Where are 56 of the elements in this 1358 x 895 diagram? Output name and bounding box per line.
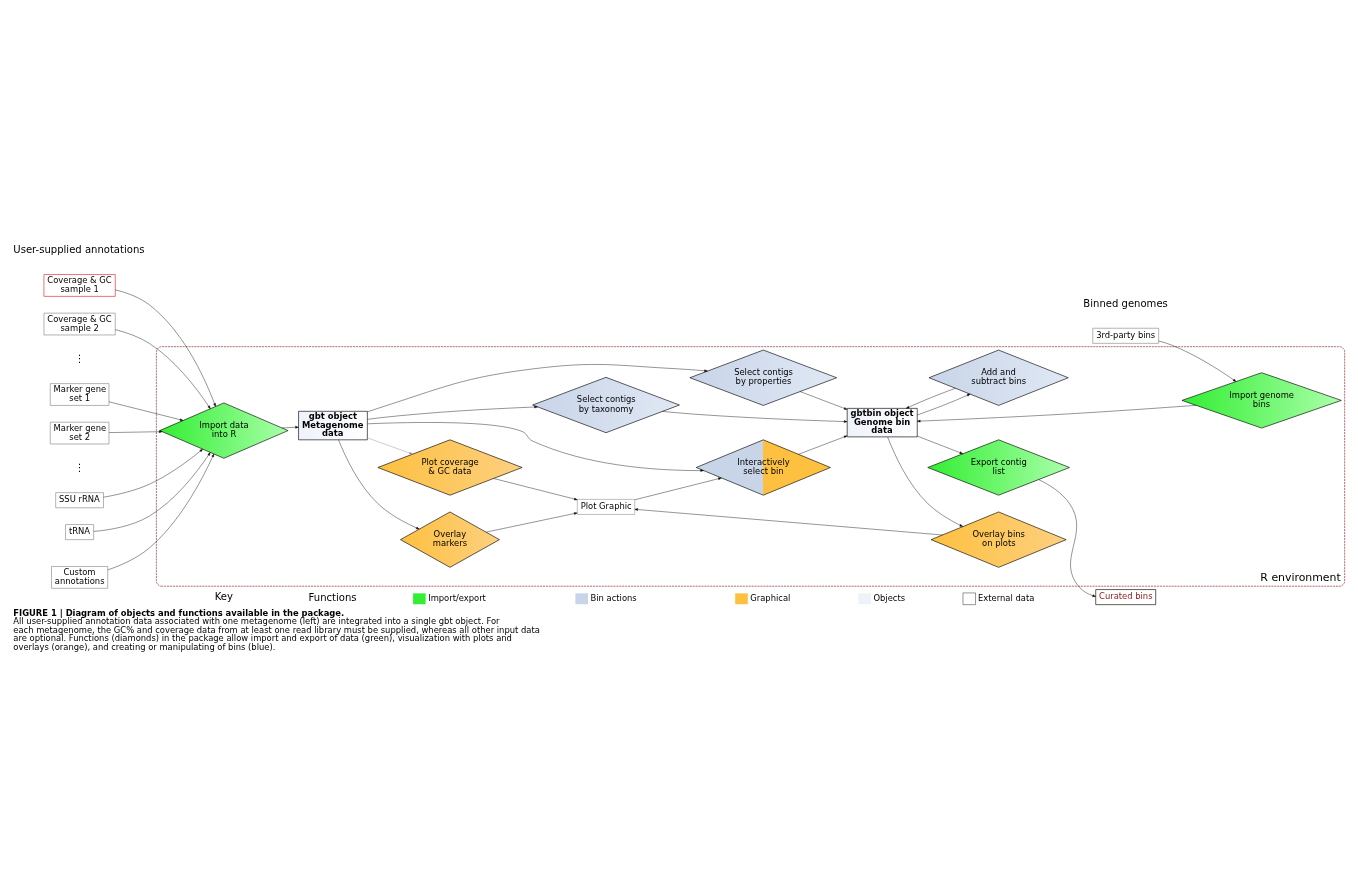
node-box: Coverage & GC sample 1 (43, 273, 116, 297)
legend-label: Objects (873, 592, 906, 603)
node-box: gbt object Metagenome data (298, 410, 368, 440)
arrow (917, 393, 971, 415)
arrow (367, 363, 708, 412)
arrow (634, 477, 722, 500)
arrow (115, 328, 211, 409)
arrow (108, 430, 163, 433)
arrow (367, 437, 413, 454)
arrow (367, 421, 704, 472)
node-diamond: Select contigs by properties (689, 349, 838, 406)
node-box: 3rd-party bins (1092, 327, 1159, 344)
arrow (486, 511, 578, 532)
node-diamond: Import genome bins (1181, 371, 1342, 428)
arrow (662, 410, 848, 423)
node-box: Marker gene set 2 (49, 421, 110, 444)
node-box: SSU rRNA (55, 491, 104, 508)
arrow (103, 448, 203, 497)
node-box: Coverage & GC sample 2 (43, 312, 116, 335)
arrow (93, 451, 211, 532)
node-diamond: Add and subtract bins (928, 349, 1069, 406)
legend-label: External data (978, 592, 1035, 603)
arrow (281, 425, 299, 428)
legend-label: Bin actions (590, 592, 637, 603)
legend-label: Import/export (428, 592, 486, 603)
label: ⋮ (74, 461, 85, 473)
arrow (367, 405, 538, 420)
node-box: Custom annotations (51, 565, 109, 589)
node-diamond: Overlay markers (400, 511, 500, 568)
node-diamond: Plot coverage & GC data (377, 439, 523, 495)
arrow (338, 439, 420, 529)
arrow (917, 404, 1197, 422)
arrow (115, 289, 216, 407)
node-diamond: Overlay bins on plots (930, 511, 1067, 568)
arrow (493, 477, 578, 500)
arrow (1038, 478, 1096, 597)
arrow (798, 435, 848, 454)
label: ⋮ (74, 352, 85, 364)
arrow (1158, 340, 1237, 382)
node-box: Marker gene set 1 (49, 382, 110, 406)
arrow (887, 436, 963, 527)
arrow (108, 401, 184, 421)
arrow (107, 453, 215, 570)
legend-label: Graphical (750, 592, 791, 603)
arrow (917, 435, 963, 454)
node-box: Curated bins (1095, 588, 1157, 605)
arrow (799, 390, 848, 410)
caption: FIGURE 1 | Diagram of objects and functions available in the package. All user-supplied annotation data associated with one metagenome (left) are integrated into a single gbt object. For each metagenome, the GC% and coverage data from at least one read library must be supplied, whereas all other input data are optional. Functions (diamonds) in the package allow import and export of data (green), visualization with plots and overlays (orange), and creating or manipulating of bins (blue). (13, 607, 540, 652)
node-box: tRNA (65, 523, 94, 540)
label: Key (214, 590, 233, 602)
label: Functions (308, 591, 357, 603)
arrow (634, 507, 943, 535)
label: Binned genomes (1083, 297, 1168, 309)
node-diamond: Export contig list (927, 439, 1070, 495)
label: User-supplied annotations (13, 243, 145, 255)
arrow (905, 387, 956, 408)
